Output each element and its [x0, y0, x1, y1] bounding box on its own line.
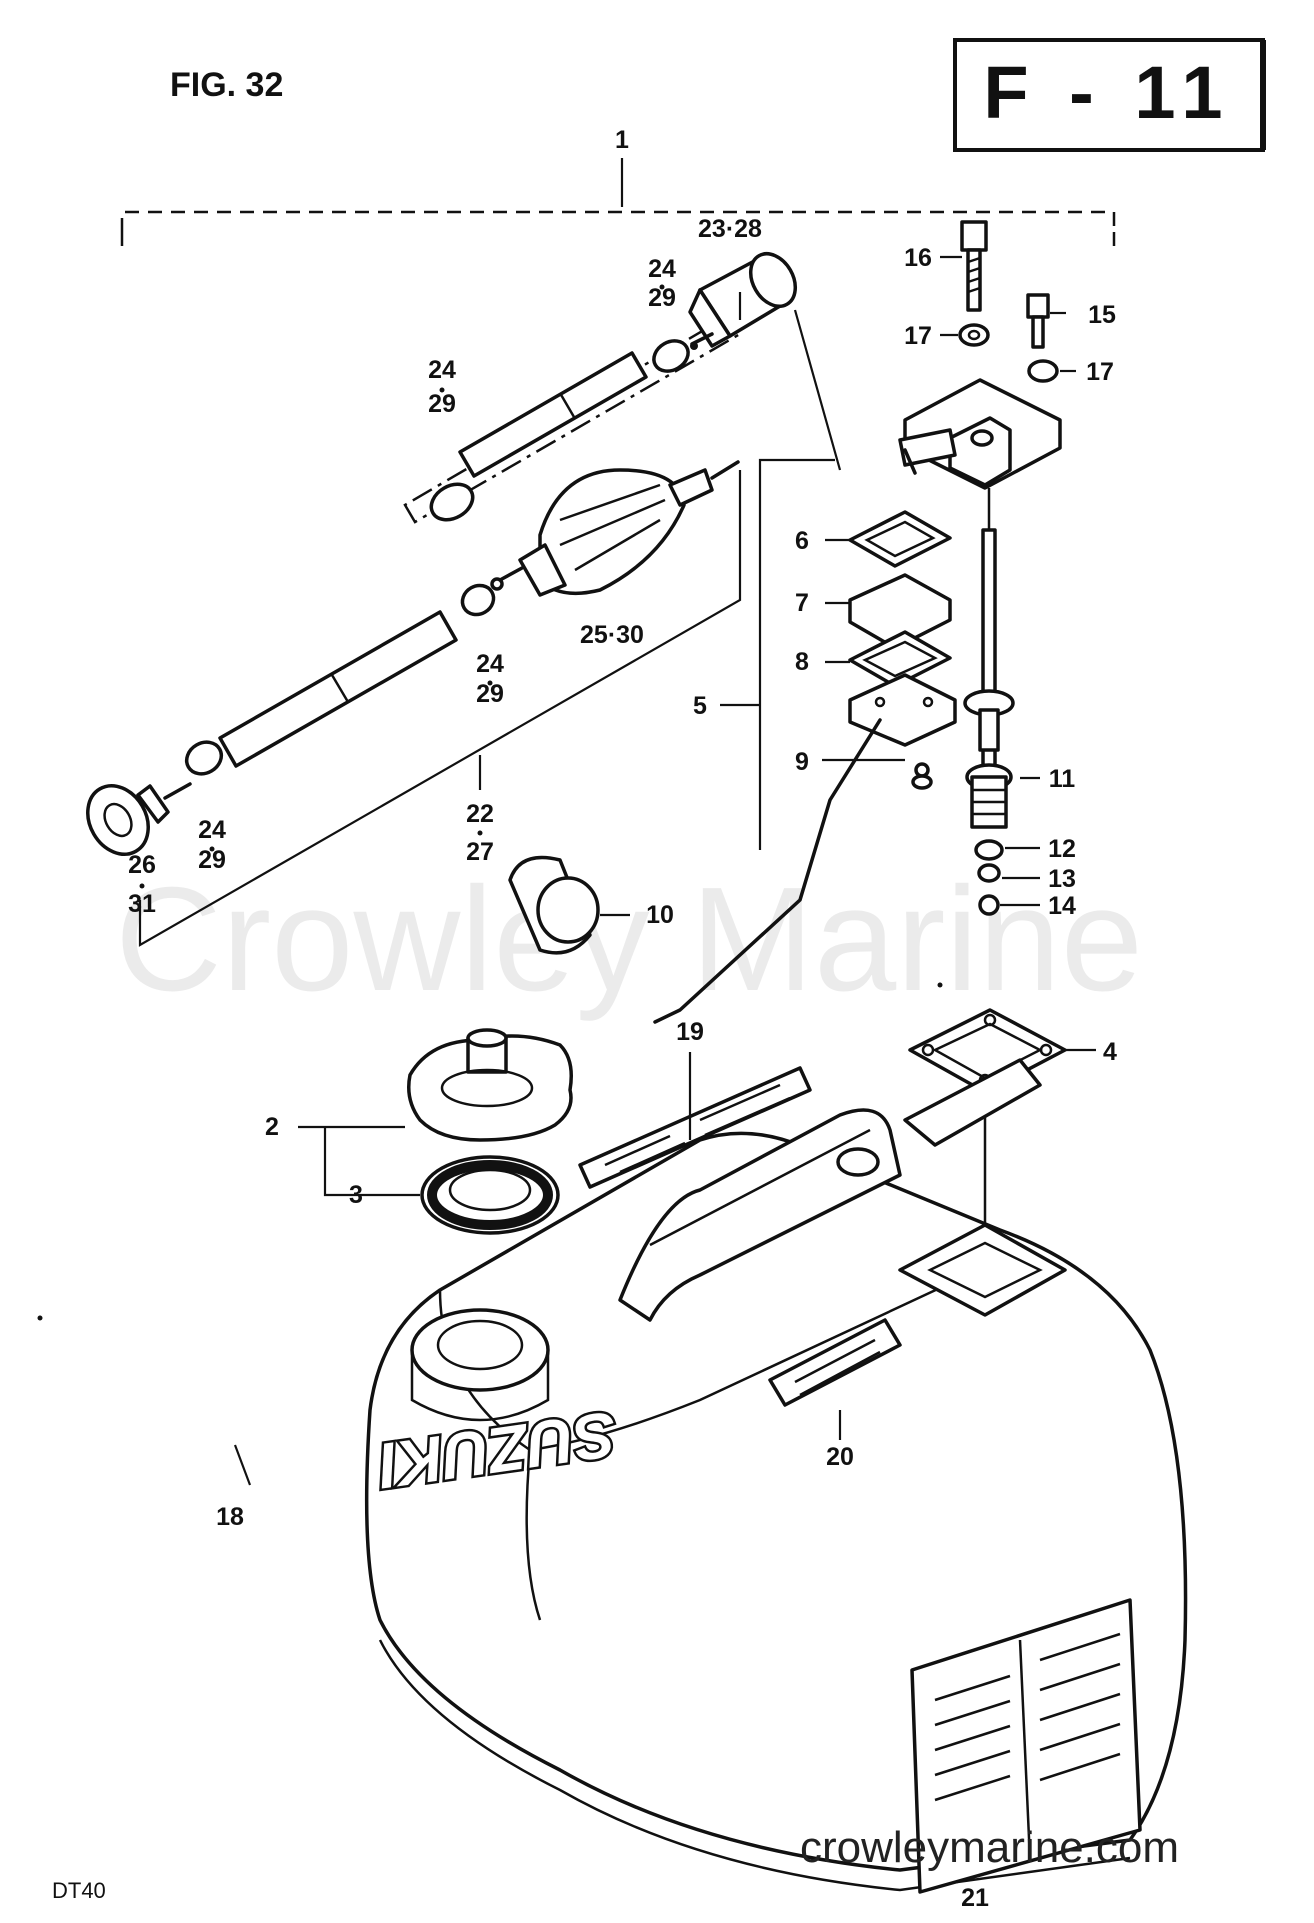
callout-16: 16: [904, 244, 932, 272]
callout-17-right: 17: [1086, 358, 1114, 386]
gauge-assembly: [508, 309, 957, 1024]
callout-24-d: 24: [198, 816, 226, 844]
callout-24-b: 24: [428, 356, 456, 384]
figure-number: FIG. 32: [170, 66, 283, 104]
callout-24-c: 24: [476, 650, 504, 678]
callout-24-a: 24: [648, 255, 676, 283]
gauge-float: [508, 855, 600, 955]
fuel-tank: [364, 1058, 1188, 1894]
hose-connector: [688, 252, 798, 350]
lower-hose: [184, 583, 496, 776]
callout-2: 2: [265, 1113, 279, 1141]
callout-3: 3: [349, 1181, 363, 1209]
callout-27: 27: [466, 838, 494, 866]
callout-18: 18: [216, 1503, 244, 1531]
callout-6: 6: [795, 527, 809, 555]
tank-connector: [86, 782, 192, 856]
upper-hose: [429, 339, 690, 522]
callout-13: 13: [1048, 865, 1076, 893]
callout-20: 20: [826, 1443, 854, 1471]
label-plate-19: [578, 1066, 812, 1189]
callout-25-30: 25·30: [580, 621, 644, 649]
assembly-bracket: [120, 158, 1116, 252]
callout-5: 5: [693, 692, 707, 720]
callout-12: 12: [1048, 835, 1076, 863]
callout-31: 31: [128, 890, 156, 918]
website-url: crowleymarine.com: [800, 1823, 1179, 1872]
callout-21: 21: [961, 1884, 989, 1912]
callout-7: 7: [795, 589, 809, 617]
pickup-assembly: [898, 220, 1067, 1250]
callout-29-b: 29: [428, 390, 456, 418]
leader-lines: [233, 255, 1096, 1486]
callout-8: 8: [795, 648, 809, 676]
callout-19: 19: [676, 1018, 704, 1046]
callouts: 1 2 3 4 5 6 7 8 9 10 11 12 13 14 15 16 1…: [128, 126, 1117, 1912]
callout-1: 1: [615, 126, 629, 154]
callout-4: 4: [1103, 1038, 1117, 1066]
fuel-cap: [407, 1028, 573, 1142]
primer-bulb: [490, 460, 740, 597]
callout-dots: [37, 284, 943, 1321]
callout-26: 26: [128, 851, 156, 879]
callout-22: 22: [466, 800, 494, 828]
watermark-text: Crowley Marine: [115, 857, 1143, 1022]
callout-15: 15: [1088, 301, 1116, 329]
callout-9: 9: [795, 748, 809, 776]
cap-seal: [420, 1155, 560, 1235]
model-code: DT40: [52, 1878, 106, 1903]
callout-10: 10: [646, 901, 674, 929]
callout-14: 14: [1048, 892, 1076, 920]
section-code: F - 11: [983, 51, 1232, 134]
callout-23-28: 23·28: [698, 215, 762, 243]
callout-11: 11: [1049, 765, 1076, 793]
callout-17-left: 17: [904, 322, 932, 350]
hose-assembly-bracket: [138, 470, 742, 947]
